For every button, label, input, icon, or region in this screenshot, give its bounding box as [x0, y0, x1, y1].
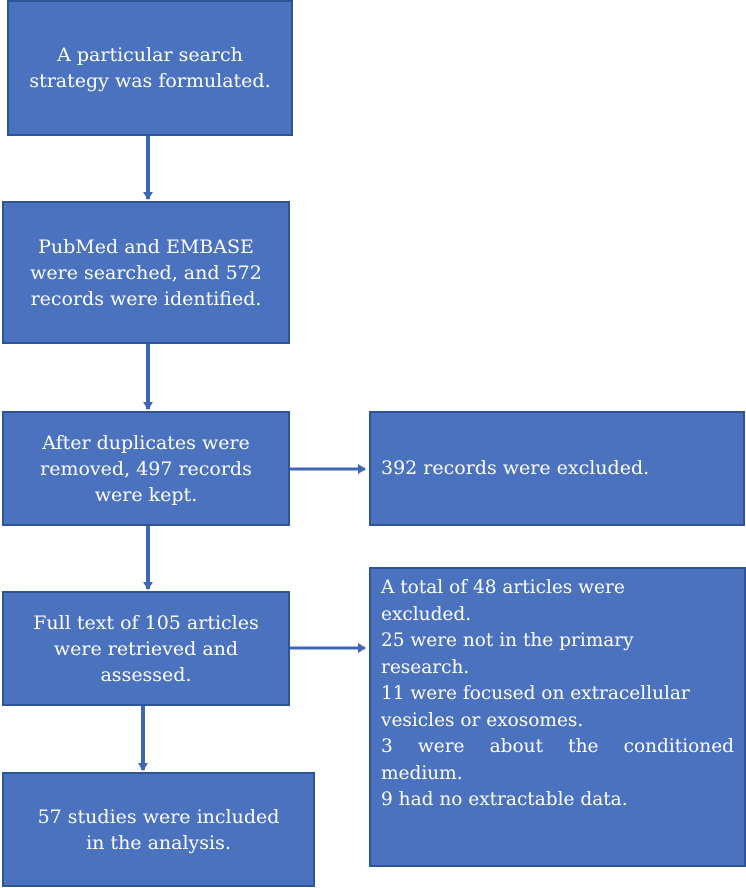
strategy-line-1: A particular search [57, 44, 243, 66]
search-line-1: PubMed and EMBASE [38, 235, 254, 258]
excluded-articles-line-5: 11 were focused on extracellular [381, 683, 690, 704]
excluded-articles-box: A total of 48 articles were excluded. 25… [369, 567, 746, 867]
excluded-articles-line-9: 9 had no extractable data. [381, 789, 628, 810]
search-line-3: records were identified. [30, 287, 262, 310]
fulltext-line-1: Full text of 105 articles [33, 611, 259, 634]
included-box: 57 studies were included in the analysis… [2, 772, 315, 887]
excluded-articles-line-1: A total of 48 articles were [381, 577, 625, 598]
excluded-articles-line-3: 25 were not in the primary [381, 630, 634, 651]
fulltext-line-2: were retrieved and [53, 637, 239, 660]
excluded-records-line-1: 392 records were excluded. [381, 457, 650, 479]
excluded-articles-line-6: vesicles or exosomes. [381, 709, 584, 731]
included-line-1: 57 studies were included [37, 805, 280, 828]
strategy-box: A particular search strategy was formula… [7, 0, 293, 136]
excluded-articles-line-8: medium. [381, 762, 463, 784]
search-line-2: were searched, and 572 [30, 261, 262, 284]
search-box: PubMed and EMBASE were searched, and 572… [2, 201, 290, 344]
dedup-line-1: After duplicates were [42, 431, 250, 454]
excluded-articles-line-4: research. [381, 656, 470, 678]
strategy-line-2: strategy was formulated. [29, 70, 271, 92]
included-line-2: in the analysis. [86, 831, 231, 854]
dedup-line-2: removed, 497 records [40, 457, 252, 480]
dedup-box: After duplicates were removed, 497 recor… [2, 411, 290, 526]
excluded-articles-line-7: 3 were about the conditioned [381, 736, 734, 757]
excluded-records-box: 392 records were excluded. [369, 411, 745, 526]
fulltext-box: Full text of 105 articles were retrieved… [2, 591, 290, 706]
fulltext-line-3: assessed. [100, 663, 192, 686]
dedup-line-3: were kept. [94, 483, 198, 506]
excluded-articles-line-2: excluded. [381, 603, 472, 625]
